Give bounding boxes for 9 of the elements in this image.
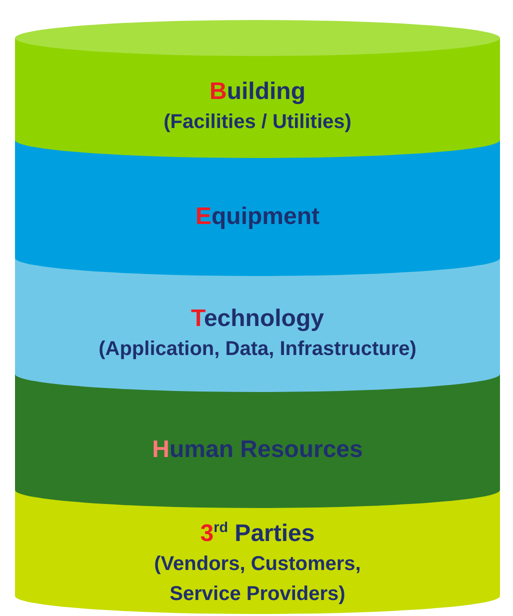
layer-title: Equipment bbox=[195, 202, 320, 232]
layer-subtitle: (Facilities / Utilities) bbox=[164, 110, 352, 135]
cylinder-layer bbox=[15, 20, 500, 158]
layer-title: Building bbox=[210, 77, 306, 107]
layer-subtitle: (Vendors, Customers, Service Providers) bbox=[153, 552, 362, 607]
layer-subtitle: (Application, Data, Infrastructure) bbox=[98, 337, 416, 362]
layer-title: Human Resources bbox=[152, 435, 363, 465]
layer-title: 3$^{rd}$ Parties bbox=[200, 519, 315, 549]
layer-title: Technology bbox=[191, 304, 324, 334]
